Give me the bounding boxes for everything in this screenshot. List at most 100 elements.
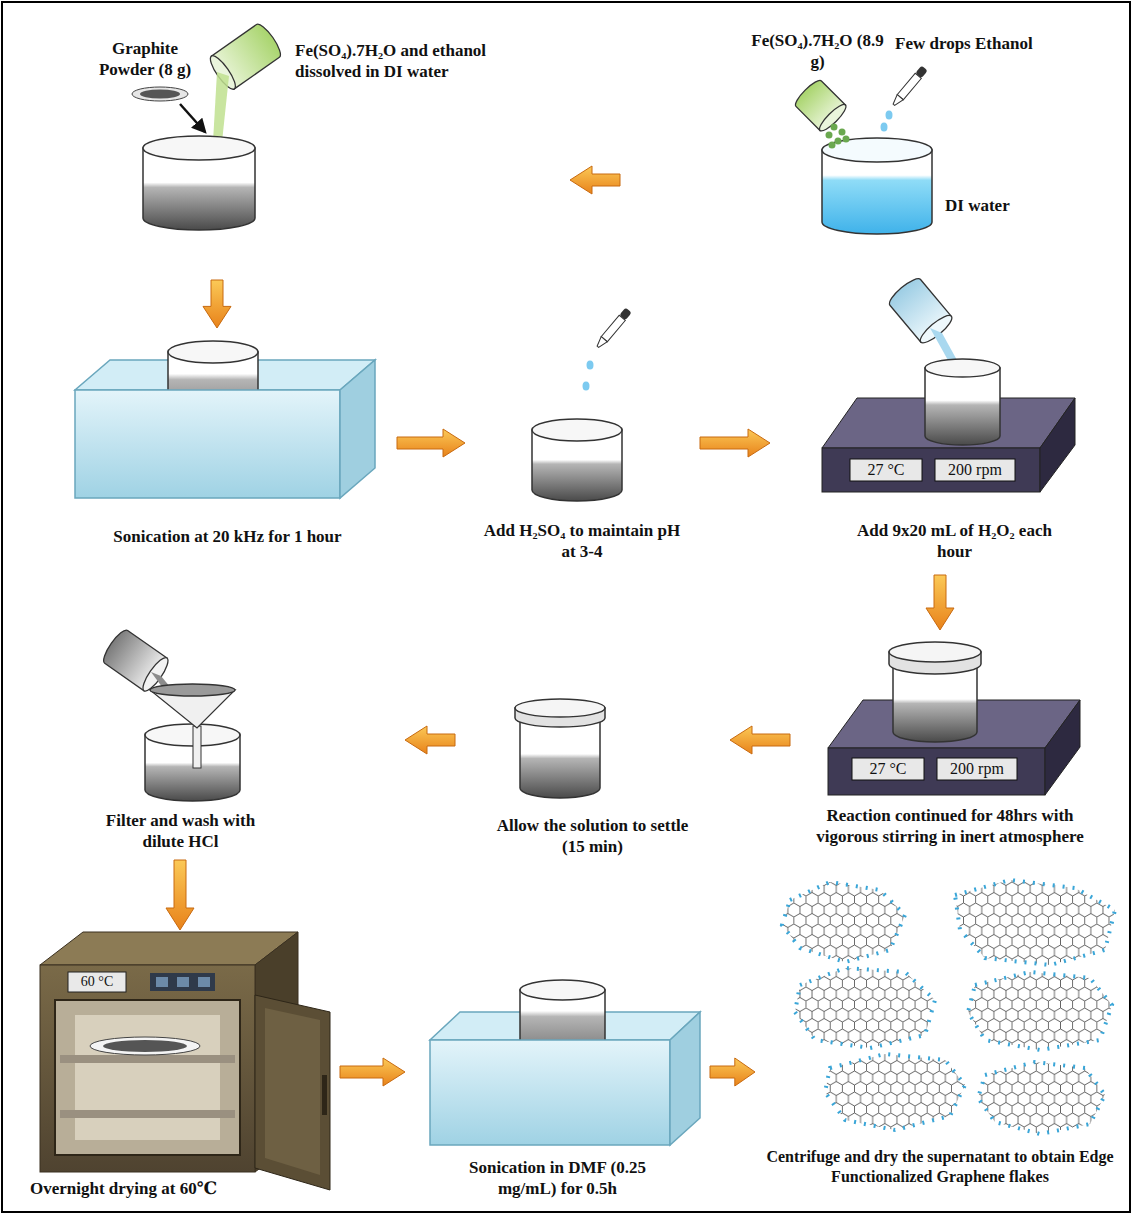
illustration-part (826, 132, 833, 139)
illustration-part (168, 341, 258, 363)
illustration-part (893, 668, 977, 742)
acid-beaker-group (532, 308, 632, 501)
illustration-part (90, 1037, 200, 1055)
illustration-part (40, 965, 255, 1172)
illustration-part (886, 275, 955, 347)
step-caption: Fe(SO₄).7H₂O (8.9 g) (750, 30, 885, 73)
illustration-part (595, 308, 632, 350)
illustration-part (595, 337, 608, 350)
illustration-part (792, 77, 849, 134)
illustration-part (193, 726, 201, 768)
illustration-part (930, 328, 958, 362)
flow-arrow (203, 280, 231, 328)
illustration-part (935, 459, 1015, 481)
sonication-bath-group (75, 341, 375, 498)
illustration-part (75, 390, 340, 498)
illustration-part (68, 972, 126, 992)
filtration-group (100, 627, 240, 801)
illustration-part (1045, 700, 1080, 795)
illustration-part (75, 1015, 220, 1140)
illustration-part (925, 359, 1000, 377)
display-reading: 60 °C (68, 972, 126, 992)
illustration-part (150, 684, 235, 696)
illustration-part (917, 312, 955, 347)
illustration-part (886, 111, 893, 120)
illustration-part (40, 932, 298, 965)
illustration-part (520, 722, 600, 798)
illustration-part (852, 758, 924, 780)
illustration-part (55, 1000, 240, 1155)
flow-arrow (730, 726, 790, 754)
process-step: 27 °C200 rpmAdd 9x20 mL of H₂O₂ each hou… (770, 275, 1110, 575)
process-step: Sonication in DMF (0.25 mg/mL) for 0.5h (405, 975, 710, 1205)
display-reading: 27 °C (850, 460, 922, 480)
illustration-part (891, 66, 928, 108)
step-caption: Sonication in DMF (0.25 mg/mL) for 0.5h (450, 1157, 665, 1200)
illustration-part (889, 642, 981, 662)
illustration-part (835, 138, 842, 145)
illustration-part (822, 448, 1040, 492)
hotplate-peroxide-group (822, 275, 1075, 492)
illustration-part (816, 101, 849, 134)
illustration-part (925, 368, 1000, 445)
illustration-part (515, 699, 605, 717)
illustration-part (587, 361, 594, 370)
illustration-part (177, 977, 189, 987)
illustration-part (150, 973, 215, 991)
illustration-part (583, 382, 590, 391)
flow-arrow (570, 166, 620, 194)
illustration-part (843, 136, 850, 143)
illustration-part (822, 138, 932, 162)
step-caption: Add H₂SO₄ to maintain pH at 3-4 (476, 520, 688, 563)
step-caption: DI water (945, 195, 1045, 216)
step-caption: Graphite Powder (8 g) (85, 38, 205, 81)
illustration-part (198, 977, 210, 987)
illustration-part (968, 972, 1112, 1050)
illustration-part (60, 1055, 235, 1063)
illustration-part (831, 124, 838, 131)
step-caption: Reaction continued for 48hrs with vigoro… (816, 805, 1084, 848)
step-caption: Centrifuge and dry the supernatant to ob… (757, 1147, 1123, 1187)
illustration-part (255, 995, 330, 1190)
settling-beaker-group (515, 699, 605, 798)
illustration-part (850, 459, 922, 481)
flow-arrow (405, 726, 455, 754)
illustration-part (828, 748, 1045, 795)
display-reading: 200 rpm (937, 759, 1017, 779)
illustration-part (140, 90, 180, 99)
illustration-part (520, 980, 605, 1000)
water-beaker-group (792, 66, 932, 234)
illustration-part (156, 977, 168, 987)
illustration-part (340, 360, 375, 498)
process-step: Filter and wash with dilute HCl (60, 625, 405, 860)
illustration-part (103, 1040, 187, 1052)
illustration-part (143, 136, 255, 160)
flow-arrow (166, 860, 194, 930)
illustration-part (213, 72, 229, 142)
dmf-sonication-group (430, 980, 700, 1145)
process-step: Graphite Powder (8 g)Fe(SO₄).7H₂O and et… (70, 25, 570, 280)
illustration-part (532, 419, 622, 441)
process-step: Add H₂SO₄ to maintain pH at 3-4 (465, 290, 700, 575)
drying-oven-group (40, 932, 330, 1190)
step-caption: Few drops Ethanol (895, 33, 1075, 54)
process-step: Centrifuge and dry the supernatant to ob… (755, 885, 1125, 1205)
process-step: Sonication at 20 kHz for 1 hour (60, 328, 397, 560)
illustration-part (978, 1062, 1105, 1134)
illustration-part (795, 968, 935, 1048)
step-caption: Allow the solution to settle (15 min) (485, 815, 700, 858)
illustration-part (955, 880, 1115, 965)
illustration-part (881, 123, 888, 132)
illustration-part (60, 1110, 235, 1118)
illustration-part (322, 1075, 327, 1115)
illustration-part (180, 104, 205, 132)
illustration-part (670, 1012, 700, 1145)
flow-arrow (710, 1058, 755, 1086)
process-step: Fe(SO₄).7H₂O (8.9 g) Few drops Ethanol DI … (620, 25, 1100, 240)
process-step: 60 °COvernight drying at 60℃ (25, 930, 340, 1205)
illustration-part (829, 142, 836, 149)
